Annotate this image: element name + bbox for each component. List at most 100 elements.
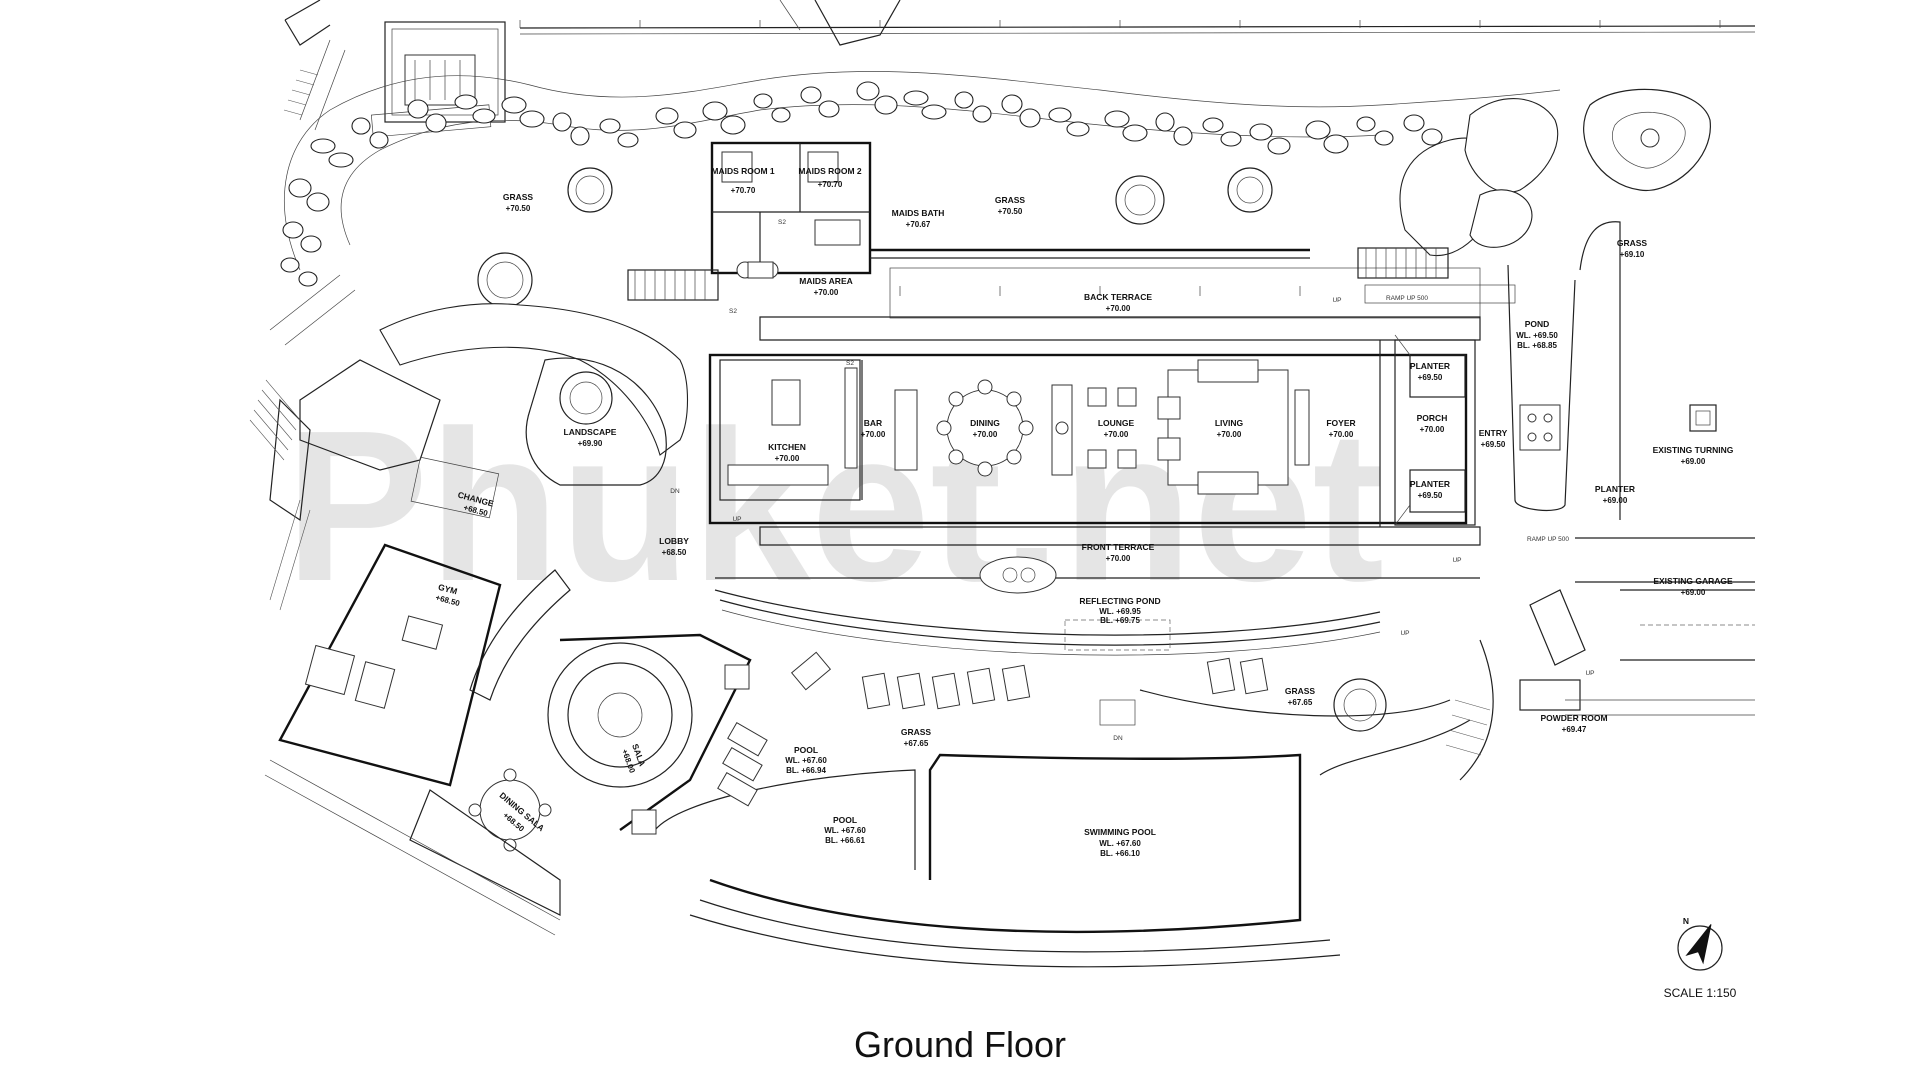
note-ramp-back: RAMP UP 500: [1386, 295, 1428, 302]
drawing-caption: Ground Floor: [853, 1024, 1067, 1065]
note-up-powder: UP: [1585, 670, 1594, 677]
east-area: [1445, 221, 1755, 781]
level-powder-room: +69.47: [1562, 725, 1587, 734]
level-grass-s: +67.65: [904, 739, 929, 748]
label-landscape: LANDSCAPE: [564, 427, 617, 437]
north-arrow: N: [1677, 916, 1723, 971]
boulder: [874, 95, 898, 115]
level-existing-garage: +69.00: [1681, 588, 1706, 597]
level-planter-e: +69.00: [1603, 496, 1628, 505]
maids-block: [710, 141, 872, 279]
level-swimming-pool-wl: WL. +67.60: [1099, 839, 1141, 848]
label-foyer: FOYER: [1326, 418, 1355, 428]
label-existing-turning: EXISTING TURNING: [1653, 445, 1734, 455]
boulder: [1066, 121, 1090, 137]
boulder: [280, 257, 300, 273]
label-back-terrace: BACK TERRACE: [1084, 292, 1152, 302]
level-foyer: +70.00: [1329, 430, 1354, 439]
boulder: [351, 117, 371, 135]
north-label: N: [1683, 916, 1689, 926]
level-swimming-pool-bl: BL. +66.10: [1100, 849, 1140, 858]
level-maids-room-2: +70.70: [818, 180, 843, 189]
label-front-terrace: FRONT TERRACE: [1082, 542, 1155, 552]
label-pool-b: POOL: [833, 815, 857, 825]
boulder: [800, 86, 822, 104]
level-pond-wl: WL. +69.50: [1516, 331, 1558, 340]
boulder: [599, 118, 621, 134]
trees: [477, 167, 1387, 732]
boulder: [1421, 128, 1443, 146]
pool-area: [654, 651, 1471, 968]
boulder: [288, 178, 312, 198]
boulder: [1403, 114, 1425, 132]
label-planter-e: PLANTER: [1595, 484, 1635, 494]
boulder: [972, 105, 992, 123]
boulder: [673, 121, 697, 139]
boulder: [1323, 134, 1349, 154]
level-landscape: +69.90: [578, 439, 603, 448]
note-up-back: UP: [1332, 297, 1341, 304]
west-wing: [249, 274, 689, 787]
level-dining: +70.00: [973, 430, 998, 439]
level-front-terrace: +70.00: [1106, 554, 1131, 563]
boulder: [702, 101, 728, 121]
level-pool-a-bl: BL. +66.94: [786, 766, 826, 775]
level-bar: +70.00: [861, 430, 886, 439]
note-dn-pool: DN: [1113, 735, 1123, 742]
boulder: [1220, 131, 1242, 147]
label-planter-n: PLANTER: [1410, 361, 1450, 371]
boulder: [306, 192, 330, 212]
boulder: [617, 132, 639, 148]
boulder: [1202, 117, 1224, 133]
note-up-front: UP: [1452, 557, 1461, 564]
boulder: [818, 100, 840, 118]
level-reflecting-pond-bl: BL. +69.75: [1100, 616, 1140, 625]
note-dn-lobby: DN: [670, 488, 680, 495]
label-maids-room-1: MAIDS ROOM 1: [711, 166, 775, 176]
back-terrace: [627, 247, 1516, 319]
level-existing-turning: +69.00: [1681, 457, 1706, 466]
label-powder-room: POWDER ROOM: [1540, 713, 1607, 723]
label-grass-ne: GRASS: [1617, 238, 1648, 248]
boulder: [1122, 124, 1148, 142]
boulder: [1104, 110, 1130, 128]
boulder: [856, 81, 880, 101]
site-boundary: [519, 0, 1756, 46]
level-pool-a-wl: WL. +67.60: [785, 756, 827, 765]
level-grass-ne: +69.10: [1620, 250, 1645, 259]
level-maids-area: +70.00: [814, 288, 839, 297]
note-s2-kitchen: S2: [846, 360, 854, 367]
label-planter-s: PLANTER: [1410, 479, 1450, 489]
label-grass-se: GRASS: [1285, 686, 1316, 696]
boulder: [407, 99, 429, 119]
level-pond-bl: BL. +68.85: [1517, 341, 1557, 350]
label-living: LIVING: [1215, 418, 1244, 428]
boulder: [903, 90, 929, 106]
boulder: [655, 107, 679, 125]
boulder: [1356, 116, 1376, 132]
label-existing-garage: EXISTING GARAGE: [1653, 576, 1733, 586]
label-maids-room-2: MAIDS ROOM 2: [798, 166, 862, 176]
boulder: [552, 112, 572, 132]
label-gym: GYM: [437, 582, 458, 597]
boulder: [472, 108, 496, 124]
level-planter-n: +69.50: [1418, 373, 1443, 382]
label-entry: ENTRY: [1479, 428, 1508, 438]
boulder: [1155, 112, 1175, 132]
label-maids-bath: MAIDS BATH: [892, 208, 945, 218]
level-lounge: +70.00: [1104, 430, 1129, 439]
boulder: [519, 110, 545, 128]
boulder: [328, 152, 354, 168]
note-up-lobby: UP: [732, 516, 741, 523]
level-grass-se: +67.65: [1288, 698, 1313, 707]
level-maids-room-1: +70.70: [731, 186, 756, 195]
boulder: [753, 93, 773, 109]
level-pool-b-wl: WL. +67.60: [824, 826, 866, 835]
boulder: [501, 96, 527, 114]
level-living: +70.00: [1217, 430, 1242, 439]
level-maids-bath: +70.67: [906, 220, 931, 229]
boulders-group: [280, 81, 1443, 287]
label-dining: DINING: [970, 418, 1000, 428]
boulder: [954, 91, 974, 109]
